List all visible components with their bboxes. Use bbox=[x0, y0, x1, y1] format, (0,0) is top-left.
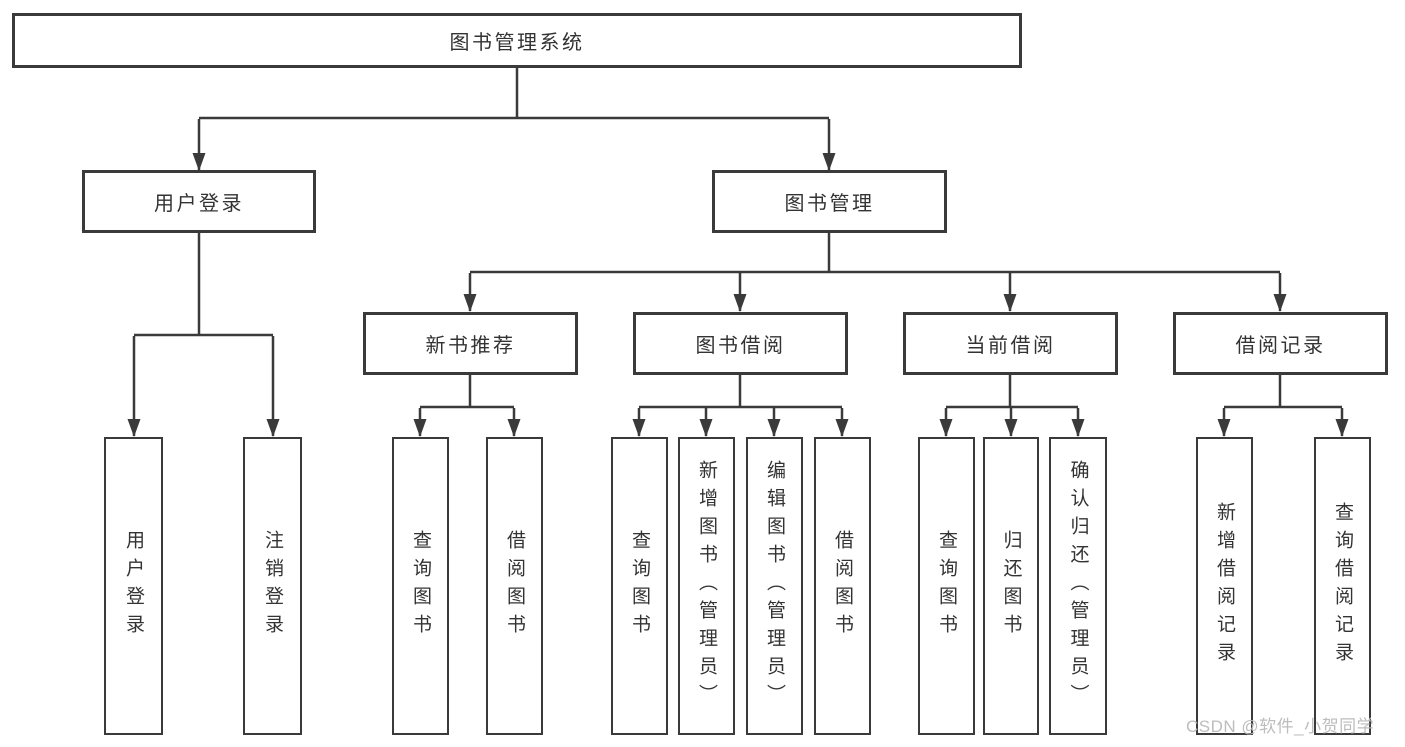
leaf-confirm-return-admin: 确认归还（管理员） bbox=[1049, 437, 1107, 735]
leaf-borrow-books-2: 借阅图书 bbox=[814, 437, 871, 735]
connector-trunks bbox=[134, 68, 1342, 409]
leaf-logout: 注销登录 bbox=[243, 437, 302, 735]
node-root: 图书管理系统 bbox=[12, 13, 1022, 68]
leaf-user-login: 用户登录 bbox=[104, 437, 163, 735]
node-user-login: 用户登录 bbox=[82, 170, 316, 233]
leaf-borrow-books-1: 借阅图书 bbox=[486, 437, 543, 735]
leaf-edit-book-admin: 编辑图书（管理员） bbox=[746, 437, 803, 735]
leaf-add-borrow-record: 新增借阅记录 bbox=[1196, 437, 1253, 735]
node-book-borrow: 图书借阅 bbox=[633, 312, 848, 375]
node-current-borrow: 当前借阅 bbox=[903, 312, 1118, 375]
leaf-query-books-1: 查询图书 bbox=[392, 437, 449, 735]
node-borrow-records: 借阅记录 bbox=[1173, 312, 1388, 375]
leaf-query-borrow-record: 查询借阅记录 bbox=[1314, 437, 1371, 735]
leaf-query-books-2: 查询图书 bbox=[611, 437, 668, 735]
leaf-return-books: 归还图书 bbox=[983, 437, 1039, 735]
leaf-add-book-admin: 新增图书（管理员） bbox=[678, 437, 735, 735]
leaf-query-books-3: 查询图书 bbox=[918, 437, 975, 735]
csdn-watermark: CSDN @软件_小贺同学 bbox=[1186, 717, 1375, 736]
node-book-management: 图书管理 bbox=[712, 170, 947, 233]
node-new-book-recommend: 新书推荐 bbox=[363, 312, 578, 375]
